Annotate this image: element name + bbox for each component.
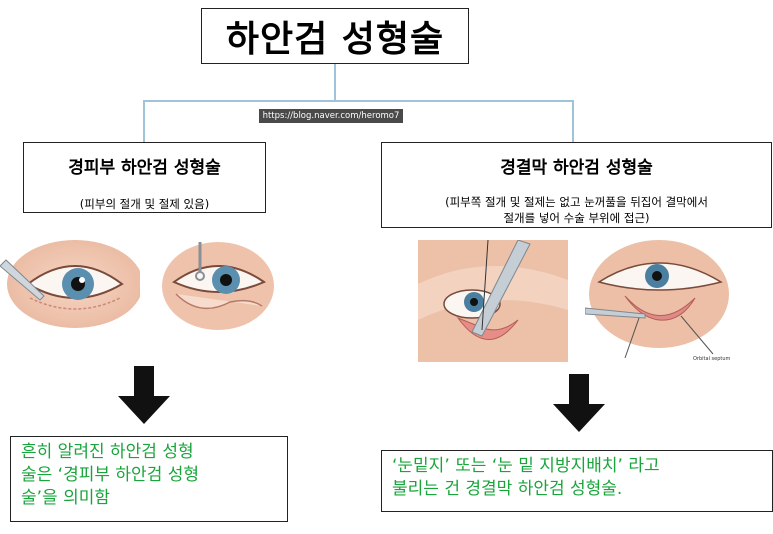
transconjunctival-subtitle-line-1: (피부쪽 절개 및 절제는 없고 눈꺼풀을 뒤집어 결막에서 (445, 195, 708, 209)
transconjunctival-subtitle-line-2: 절개를 넣어 수술 부위에 접근) (503, 211, 650, 225)
transcutaneous-eye-illustration-1 (0, 238, 140, 330)
transconjunctival-note-line-1: ‘눈밑지’ 또는 ‘눈 밑 지방지배치’ 라고 (392, 456, 660, 476)
main-title-box: 하안검 성형술 (201, 8, 469, 64)
transcutaneous-box: 경피부 하안검 성형술 (피부의 절개 및 절제 있음) (23, 142, 266, 213)
transcutaneous-note-line-2: 술은 ‘경피부 하안검 성형 (21, 465, 200, 485)
transcutaneous-eye-illustration-2 (160, 238, 275, 330)
transconjunctival-note: ‘눈밑지’ 또는 ‘눈 밑 지방지배치’ 라고 불리는 건 경결막 하안검 성형… (381, 450, 773, 512)
connector-right-drop (572, 100, 574, 142)
transconjunctival-subtitle: (피부쪽 절개 및 절제는 없고 눈꺼풀을 뒤집어 결막에서 절개를 넣어 수술… (382, 194, 771, 226)
transcutaneous-note: 흔히 알려진 하안검 성형 술은 ‘경피부 하안검 성형 술’을 의미함 (10, 436, 288, 522)
url-watermark: https://blog.naver.com/heromo7 (259, 109, 403, 123)
transconjunctival-note-line-2: 불리는 건 경결막 하안검 성형술. (392, 479, 623, 499)
connector-left-drop (143, 100, 145, 142)
right-down-arrow-icon (553, 374, 605, 432)
transconjunctival-eye-illustration-1 (418, 240, 568, 362)
left-down-arrow-icon (118, 366, 170, 424)
transconjunctival-title: 경결막 하안검 성형술 (500, 158, 653, 178)
transconjunctival-box: 경결막 하안검 성형술 (피부쪽 절개 및 절제는 없고 눈꺼풀을 뒤집어 결막… (381, 142, 772, 228)
orbital-septum-label: Orbital septum (693, 356, 731, 362)
transcutaneous-note-line-3: 술’을 의미함 (21, 488, 111, 508)
connector-horizontal (143, 100, 573, 102)
transcutaneous-note-line-1: 흔히 알려진 하안검 성형 (21, 442, 194, 462)
transcutaneous-subtitle: (피부의 절개 및 절제 있음) (79, 197, 210, 211)
transcutaneous-title: 경피부 하안검 성형술 (68, 158, 221, 178)
transconjunctival-eye-illustration-2: Orbital septum (585, 238, 737, 362)
main-title: 하안검 성형술 (225, 19, 445, 60)
connector-vertical-top (334, 64, 336, 102)
